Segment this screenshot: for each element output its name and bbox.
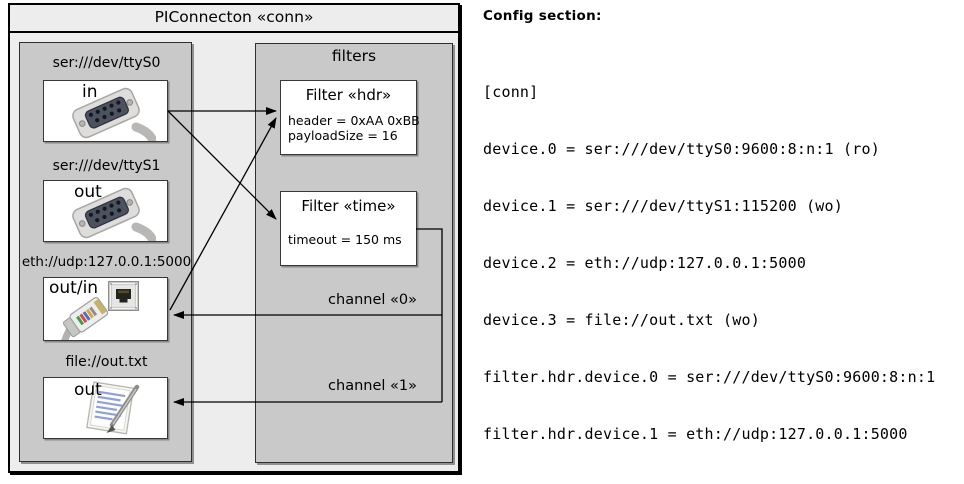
config-line: filter.hdr.device.1 = eth://udp:127.0.0.… [483,425,908,443]
filter-time-title: Filter «time» [301,197,396,215]
config-line: filter.hdr.splitMode = header [483,482,963,484]
channel-0-label: channel «0» [328,292,417,308]
config-line: device.3 = file://out.txt (wo) [483,311,760,329]
connection-diagram: PIConnecton «conn» filters ser:///dev/tt… [0,0,470,484]
device-eth-uri: eth://udp:127.0.0.1:5000 [21,254,192,270]
config-line: filter.hdr.device.0 = ser:///dev/ttyS0:9… [483,368,936,386]
config-lines: [conn] device.0 = ser:///dev/ttyS0:9600:… [483,45,963,484]
filter-time-prop-timeout: timeout = 150 ms [288,232,402,247]
serial-connector-photo [72,87,156,141]
config-line: [conn] [483,83,539,101]
device-file-uri: file://out.txt [65,354,148,370]
filter-hdr-title: Filter «hdr» [305,86,392,104]
device-ttys1-box: out [43,180,168,242]
config-line: device.1 = ser:///dev/ttyS1:115200 (wo) [483,197,843,215]
device-ttys0-direction: in [82,82,98,102]
device-eth-direction: out/in [49,278,99,298]
ethernet-port-icon [108,281,139,311]
device-file-direction: out [74,380,102,400]
diagram-title: PIConnecton «conn» [10,5,458,33]
filters-panel-title: filters [331,47,377,65]
filter-time-box: Filter «time» timeout = 150 ms [280,191,417,266]
filter-hdr-box: Filter «hdr» header = 0xAA 0xBB payloadS… [280,80,420,155]
config-line: device.0 = ser:///dev/ttyS0:9600:8:n:1 (… [483,140,880,158]
config-section: Config section: [conn] device.0 = ser://… [483,8,963,484]
device-ttys1-direction: out [74,182,102,202]
filter-hdr-prop-header: header = 0xAA 0xBB [288,113,420,128]
config-heading: Config section: [483,8,602,24]
config-line: device.2 = eth://udp:127.0.0.1:5000 [483,254,807,272]
device-ttys1-uri: ser:///dev/ttyS1 [52,158,161,174]
notepad-icon [86,381,140,435]
channel-1-label: channel «1» [328,378,417,394]
device-ttys0-uri: ser:///dev/ttyS0 [52,55,161,71]
ethernet-plug-photo [60,296,109,340]
filter-hdr-prop-payloadsize: payloadSize = 16 [288,128,398,143]
device-file-box: out [43,377,168,439]
device-eth-box: out/in [43,277,168,341]
device-ttys0-box: in [43,80,168,142]
serial-connector-photo [72,187,156,241]
